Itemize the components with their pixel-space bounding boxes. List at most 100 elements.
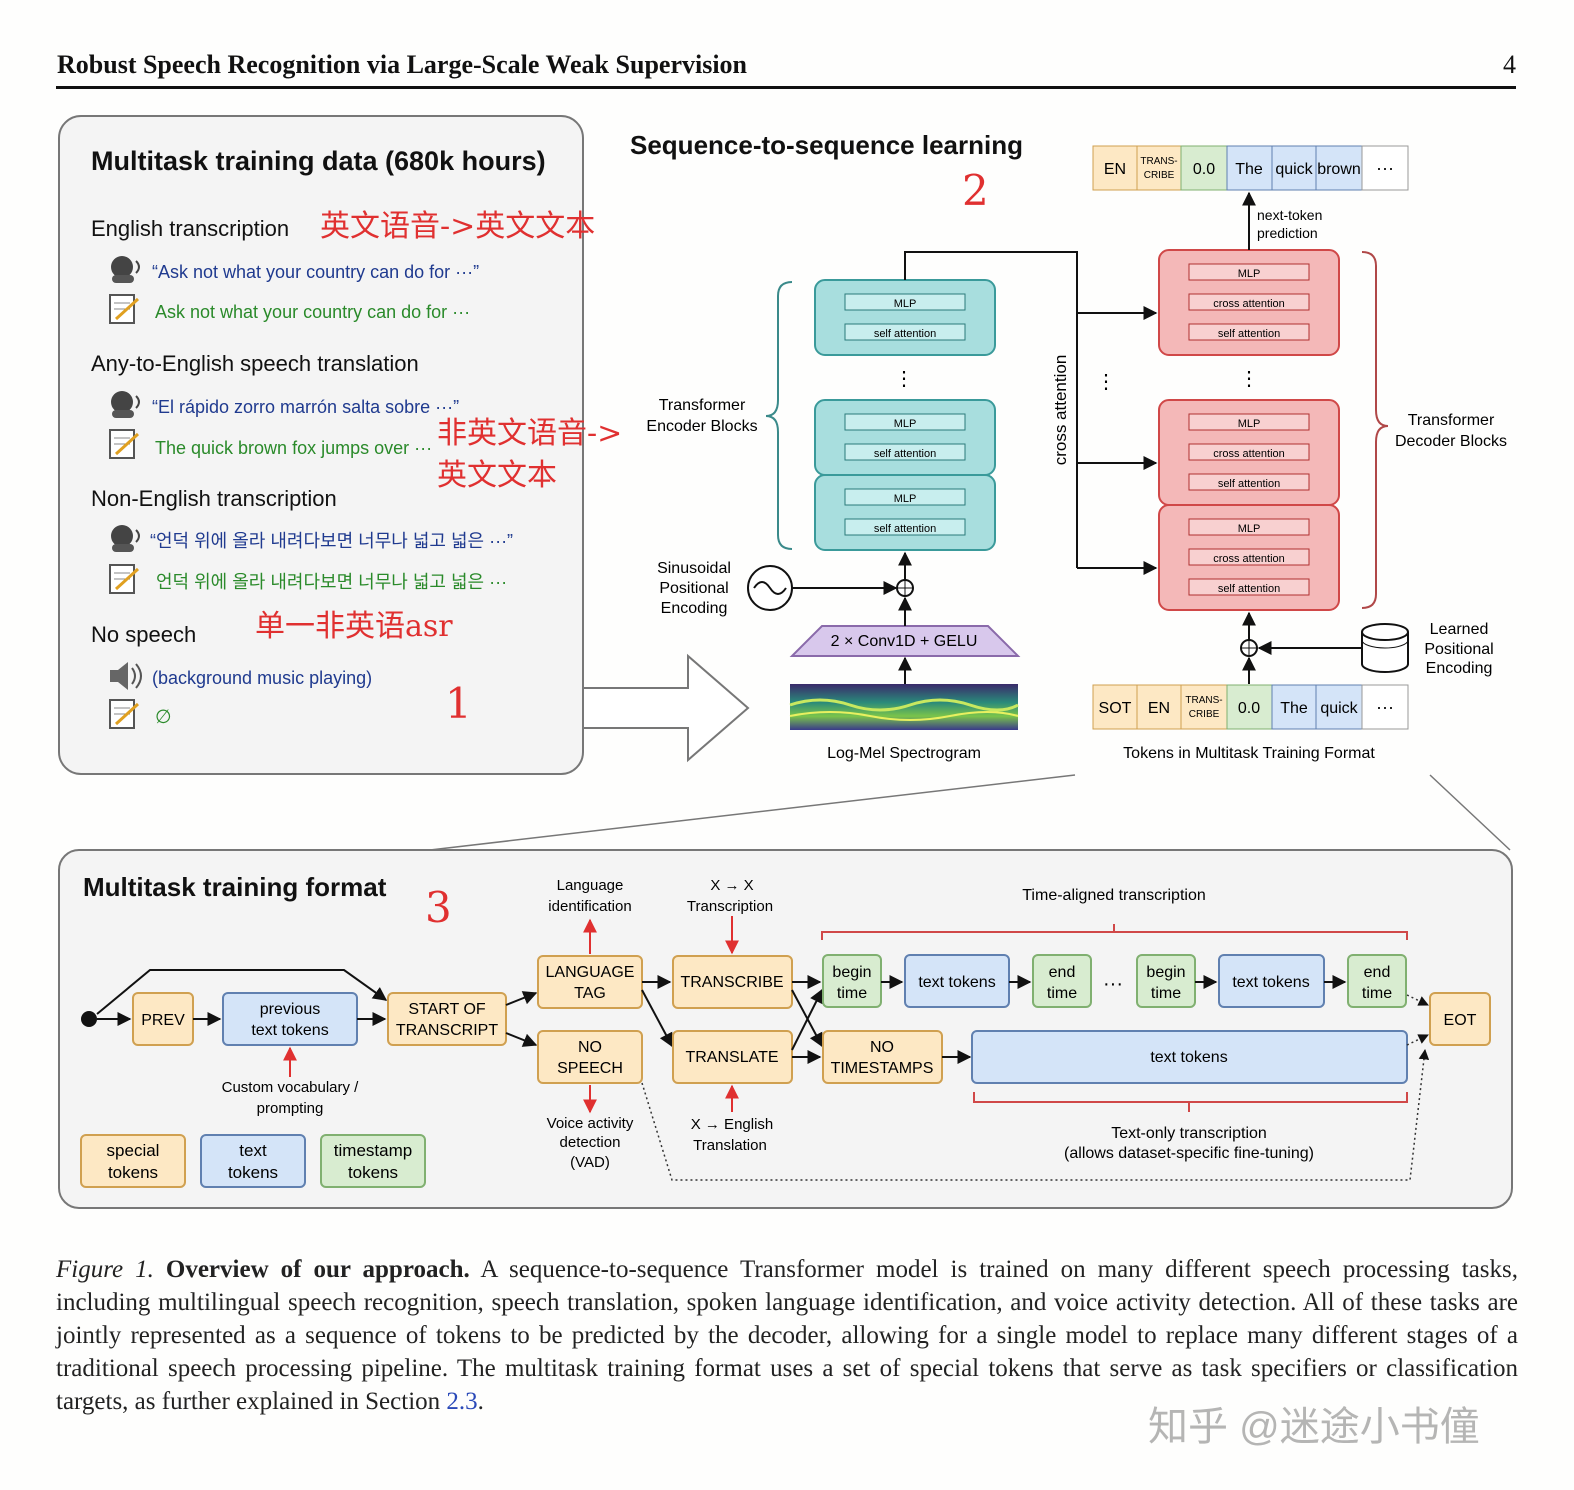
cross-attention-label: cross attention — [1213, 553, 1285, 565]
token: EN — [1104, 161, 1126, 178]
encoder-blocks-label: Transformer — [659, 397, 746, 414]
caption-section-link[interactable]: 2.3 — [446, 1388, 478, 1415]
end-time-token — [1032, 954, 1092, 1008]
decoder-block: MLP cross attention self attention — [1158, 504, 1340, 611]
xx-label: X → X — [710, 877, 753, 894]
annotation-a1: 英文语音->英文文本 — [320, 209, 595, 244]
previous-text-label: previous — [260, 1001, 320, 1018]
text-only-label: (allows dataset-specific fine-tuning) — [1064, 1145, 1314, 1162]
next-token-label: prediction — [1257, 225, 1318, 241]
top-token-sequence: EN TRANS- CRIBE 0.0 The quick brown ··· — [1092, 145, 1409, 191]
eot-label: EOT — [1444, 1012, 1477, 1029]
annotation-n1: 1 — [445, 679, 472, 728]
paper-running-title: Robust Speech Recognition via Large-Scal… — [57, 50, 748, 79]
self-attention-label: self attention — [1218, 328, 1280, 340]
time-aligned-brace — [821, 924, 1408, 940]
text-tokens-label: text tokens — [1150, 1049, 1227, 1066]
legend-special-label: special — [107, 1141, 160, 1160]
text-tokens-label: text tokens — [918, 974, 995, 991]
conv-block — [789, 625, 1021, 657]
speaker-icon — [111, 525, 140, 552]
speaker-icon — [111, 256, 140, 283]
lang-id-label: Language — [557, 877, 624, 894]
token: 0.0 — [1193, 161, 1215, 178]
token: CRIBE — [1189, 709, 1220, 720]
transcribe-label: TRANSCRIBE — [680, 974, 783, 991]
encoder-blocks-label: Encoder Blocks — [646, 418, 757, 435]
token: 0.0 — [1238, 700, 1260, 717]
end-time-label: time — [1047, 985, 1077, 1002]
header-rule — [56, 86, 1516, 89]
no-speech-label: NO — [578, 1039, 602, 1056]
annotation-a3: 单一非英语asr — [255, 609, 453, 644]
text-only-brace — [973, 1092, 1408, 1112]
xx-label: Transcription — [687, 898, 773, 915]
encoder-block: MLP self attention — [814, 474, 996, 551]
lang-id-label: identification — [548, 898, 631, 915]
english-text-output: Ask not what your country can do for ··· — [155, 302, 470, 322]
end-time-label: end — [1049, 964, 1076, 981]
speaker-volume-icon — [110, 662, 142, 690]
panel-multitask-format: Multitask training format 3 PREV previou… — [58, 774, 1513, 1209]
annotation-a2-line1: 非英文语音-> — [437, 416, 622, 451]
end-time-token — [1347, 954, 1407, 1008]
decoder-block: MLP cross attention self attention — [1158, 399, 1340, 506]
vad-label: (VAD) — [570, 1154, 610, 1171]
translation-text-output: The quick brown fox jumps over ··· — [155, 438, 432, 458]
legend-text-label: tokens — [228, 1163, 278, 1182]
legend-timestamp-label: timestamp — [334, 1141, 412, 1160]
bottom-token-sequence: SOT EN TRANS- CRIBE 0.0 The quick ··· — [1092, 684, 1409, 730]
sinusoidal-label: Positional — [659, 580, 728, 597]
lang-tag-label: TAG — [574, 985, 606, 1002]
panel3-title: Multitask training format — [83, 872, 387, 902]
nonenglish-audio-text: “언덕 위에 올라 내려다보면 너무나 넓고 넓은 ···” — [150, 531, 513, 551]
learned-label: Encoding — [1426, 660, 1493, 677]
mlp-label: MLP — [894, 493, 917, 505]
lang-tag-label: LANGUAGE — [546, 964, 635, 981]
legend-special-label: tokens — [108, 1163, 158, 1182]
no-speech-token — [537, 1030, 643, 1084]
panel2-title: Sequence-to-sequence learning — [630, 130, 1023, 160]
no-timestamps-label: NO — [870, 1039, 894, 1056]
sinusoidal-label: Sinusoidal — [657, 560, 731, 577]
nonenglish-text-output: 언덕 위에 올라 내려다보면 너무나 넓고 넓은 ··· — [156, 572, 507, 592]
legend: special tokens text tokens timestamp tok… — [80, 1134, 426, 1188]
self-attention-label: self attention — [874, 523, 936, 535]
token: quick — [1275, 161, 1313, 178]
self-attention-label: self attention — [874, 448, 936, 460]
english-transcription-label: English transcription — [91, 216, 289, 241]
legend-timestamp — [320, 1134, 426, 1188]
cross-attention-label: cross attention — [1213, 298, 1285, 310]
legend-text — [200, 1134, 306, 1188]
start-label: START OF — [408, 1001, 486, 1018]
cross-attention-side-label: cross attention — [1051, 355, 1070, 466]
token: SOT — [1099, 700, 1132, 717]
nospeech-label: No speech — [91, 622, 196, 647]
annotation-n3: 3 — [425, 883, 452, 932]
decoder-blocks-label: Decoder Blocks — [1395, 433, 1507, 450]
mlp-label: MLP — [894, 298, 917, 310]
mlp-label: MLP — [1238, 418, 1261, 430]
token: ··· — [1376, 158, 1394, 178]
prev-label: PREV — [141, 1012, 185, 1029]
encoder-brace — [765, 281, 793, 550]
vad-label: Voice activity — [547, 1115, 634, 1132]
translation-label: Any-to-English speech translation — [91, 351, 419, 376]
start-of-transcript-token — [387, 992, 507, 1046]
token: quick — [1320, 700, 1358, 717]
figure-caption: Figure 1. Overview of our approach. A se… — [56, 1253, 1518, 1418]
time-aligned-label: Time-aligned transcription — [1022, 887, 1205, 904]
token: The — [1280, 700, 1308, 717]
no-speech-label: SPEECH — [557, 1060, 623, 1077]
begin-time-label: begin — [832, 964, 871, 981]
legend-text-label: text — [239, 1141, 267, 1160]
speaker-icon — [111, 391, 140, 418]
token: The — [1235, 161, 1263, 178]
text-only-label: Text-only transcription — [1111, 1125, 1267, 1142]
no-timestamps-label: TIMESTAMPS — [831, 1060, 934, 1077]
memo-icon — [109, 699, 140, 729]
token: ··· — [1376, 697, 1394, 717]
mlp-label: MLP — [894, 418, 917, 430]
end-time-label: end — [1364, 964, 1391, 981]
xen-label: X → English — [691, 1116, 774, 1133]
